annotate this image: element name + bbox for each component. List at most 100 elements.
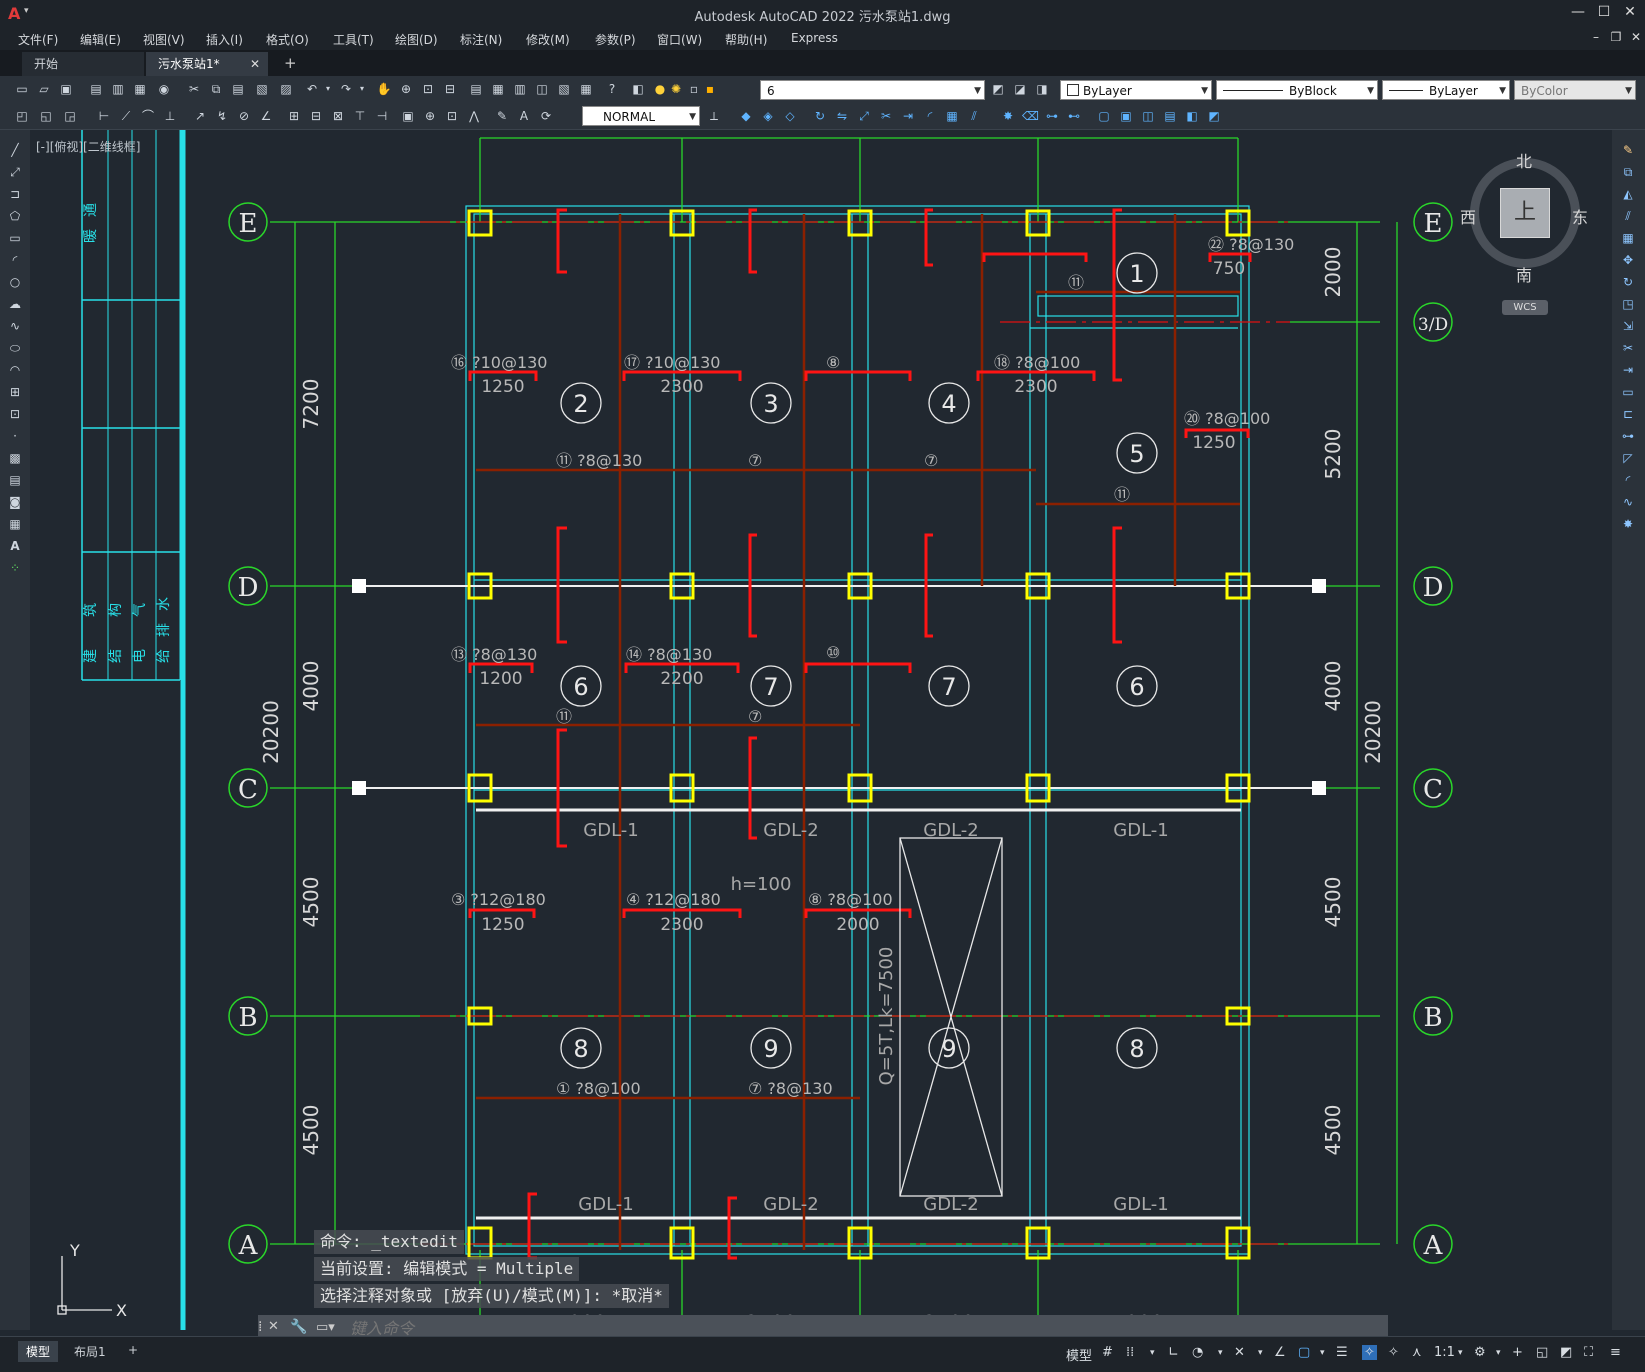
multiline-text-icon[interactable]: A (10, 539, 20, 553)
annotation-scale-icon[interactable]: ⋏ (1412, 1345, 1422, 1360)
close-icon[interactable]: ✕ (1624, 4, 1636, 20)
ortho-icon[interactable]: ∟ (1168, 1345, 1179, 1360)
menu-view[interactable]: 视图(V) (143, 33, 185, 47)
insert-block-icon[interactable]: ⊞ (9, 385, 21, 399)
annotation-monitor-plus-icon[interactable]: + (1512, 1345, 1523, 1360)
undo-dropdown-icon[interactable]: ▾ (325, 84, 330, 93)
dim-update-icon[interactable]: ⟳ (540, 109, 552, 123)
print-icon[interactable]: ▤ (90, 82, 102, 96)
app-menu-arrow-icon[interactable]: ▾ (24, 6, 29, 16)
layout-tab-layout1[interactable]: 布局1 (74, 1345, 106, 1359)
layer-freeze-sun-icon[interactable]: ✺ (670, 82, 682, 96)
chamfer-icon[interactable]: ◸ (1623, 451, 1633, 465)
explode-icon[interactable]: ✸ (1002, 109, 1014, 123)
line-icon[interactable]: ╱ (11, 143, 19, 157)
move-icon[interactable]: ◆ (741, 109, 751, 123)
continue-dim-icon[interactable]: ⊠ (332, 109, 344, 123)
offset-icon[interactable]: ⫽ (1625, 209, 1631, 223)
menu-modify[interactable]: 修改(M) (526, 33, 570, 47)
table-icon[interactable]: ▦ (9, 517, 21, 531)
drawing-canvas[interactable]: 暖 通 建 筑 结 构 电 气 给 排 水 (30, 130, 1612, 1330)
revision-cloud-icon[interactable]: ☁ (9, 297, 21, 311)
multileader-style-icon[interactable]: ◲ (64, 109, 76, 123)
polygon-icon[interactable]: ⬠ (9, 209, 21, 223)
copy-object-icon[interactable]: ◈ (763, 109, 773, 123)
autocad-logo-icon[interactable]: A (8, 4, 21, 23)
help-icon[interactable]: ? (608, 82, 616, 96)
rotate-icon[interactable]: ↻ (814, 109, 826, 123)
construction-line-icon[interactable]: ⤢ (10, 165, 20, 179)
erase-icon[interactable]: ⌫ (1022, 109, 1039, 123)
linetype-dropdown[interactable]: ByBlock▼ (1216, 80, 1378, 100)
isolate-icon[interactable]: ◫ (1142, 109, 1154, 123)
dim-edit-icon[interactable]: ✎ (496, 109, 508, 123)
menu-file[interactable]: 文件(F) (18, 33, 59, 47)
doc-minimize-icon[interactable]: – (1593, 30, 1599, 44)
ellipse-arc-icon[interactable]: ◠ (9, 363, 21, 377)
units-icon[interactable]: ◱ (1536, 1345, 1549, 1360)
design-center-icon[interactable]: ▦ (492, 82, 504, 96)
ungroup-icon[interactable]: ▣ (1120, 109, 1132, 123)
join-icon[interactable]: ⊶ (1622, 429, 1634, 443)
copy-icon[interactable]: ⧉ (211, 82, 221, 96)
object-snap-tracking-icon[interactable]: ∠ (1274, 1345, 1286, 1360)
make-current-layer-icon[interactable]: ◩ (992, 82, 1004, 96)
new-tab-plus-icon[interactable]: + (284, 54, 297, 72)
cut-icon[interactable]: ✂ (188, 82, 200, 96)
tab-close-icon[interactable]: ✕ (250, 57, 261, 71)
jogged-linear-icon[interactable]: ⋀ (469, 109, 479, 123)
table-style-icon[interactable]: ◱ (40, 109, 52, 123)
polar-dropdown-icon[interactable]: ▾ (1218, 1348, 1223, 1358)
add-layout-plus-icon[interactable]: + (128, 1343, 139, 1357)
menu-edit[interactable]: 编辑(E) (80, 33, 121, 47)
viewcube-north[interactable]: 北 (1516, 152, 1533, 171)
viewcube-top-face[interactable]: 上 (1500, 188, 1550, 238)
region-icon[interactable]: ◙ (9, 495, 21, 509)
print-preview-icon[interactable]: ▥ (112, 82, 124, 96)
lineweight-dropdown[interactable]: ByLayer▼ (1382, 80, 1510, 100)
wcs-button[interactable]: WCS (1502, 300, 1548, 315)
add-selected-icon[interactable]: ⁘ (9, 561, 21, 575)
draworder-icon[interactable]: ▤ (1164, 109, 1176, 123)
menu-tools[interactable]: 工具(T) (333, 33, 374, 47)
model-space-button[interactable]: 模型 (1066, 1349, 1093, 1364)
menu-draw[interactable]: 绘图(D) (395, 33, 438, 47)
workspace-gear-icon[interactable]: ⚙ (1474, 1345, 1486, 1360)
extend-icon[interactable]: ⇥ (902, 109, 914, 123)
properties-icon[interactable]: ▤ (470, 82, 482, 96)
trim-icon[interactable]: ✂ (880, 109, 892, 123)
diameter-dim-icon[interactable]: ⊘ (238, 109, 250, 123)
annotation-visibility-icon[interactable]: ✧ (1362, 1345, 1377, 1360)
sheet-set-icon[interactable]: ◫ (536, 82, 548, 96)
dim-style-icon[interactable]: ◰ (16, 109, 28, 123)
snap-mode-icon[interactable]: ⁞⁞ (1126, 1345, 1135, 1360)
layer-properties-icon[interactable]: ◧ (632, 82, 644, 96)
calculator-icon[interactable]: ▦ (580, 82, 592, 96)
viewcube[interactable]: 上 北 南 东 西 WCS (1460, 148, 1600, 318)
spline-icon[interactable]: ∿ (9, 319, 21, 333)
command-close-icon[interactable]: ✕ (268, 1319, 279, 1334)
viewcube-east[interactable]: 东 (1572, 208, 1589, 227)
viewcube-south[interactable]: 南 (1516, 266, 1533, 285)
tool-palettes-icon[interactable]: ▥ (514, 82, 526, 96)
object-snap-icon[interactable]: ▢ (1298, 1345, 1311, 1360)
dim-override-icon[interactable]: ⟂ (709, 109, 718, 123)
publish-icon[interactable]: ▦ (134, 82, 146, 96)
osnap-dropdown-icon[interactable]: ▾ (1320, 1348, 1325, 1358)
menu-format[interactable]: 格式(O) (266, 33, 309, 47)
scale-icon[interactable]: ◳ (1622, 297, 1634, 311)
menu-insert[interactable]: 插入(I) (206, 33, 243, 47)
rectangle-icon[interactable]: ▭ (9, 231, 21, 245)
scale-icon[interactable]: ⤢ (859, 109, 869, 123)
layer-previous-icon[interactable]: ◪ (1014, 82, 1026, 96)
angular-dim-icon[interactable]: ∠ (260, 109, 272, 123)
command-customize-wrench-icon[interactable]: 🔧 (290, 1319, 308, 1335)
array-icon[interactable]: ▦ (1622, 231, 1634, 245)
mirror-icon[interactable]: ⇋ (836, 109, 848, 123)
linear-dim-icon[interactable]: ⊢ (98, 109, 110, 123)
polyline-icon[interactable]: ⊐ (9, 187, 21, 201)
menu-help[interactable]: 帮助(H) (725, 33, 768, 47)
viewcube-compass-ring[interactable] (1470, 158, 1580, 268)
doc-close-icon[interactable]: ✕ (1630, 30, 1642, 44)
baseline-dim-icon[interactable]: ⊟ (310, 109, 322, 123)
